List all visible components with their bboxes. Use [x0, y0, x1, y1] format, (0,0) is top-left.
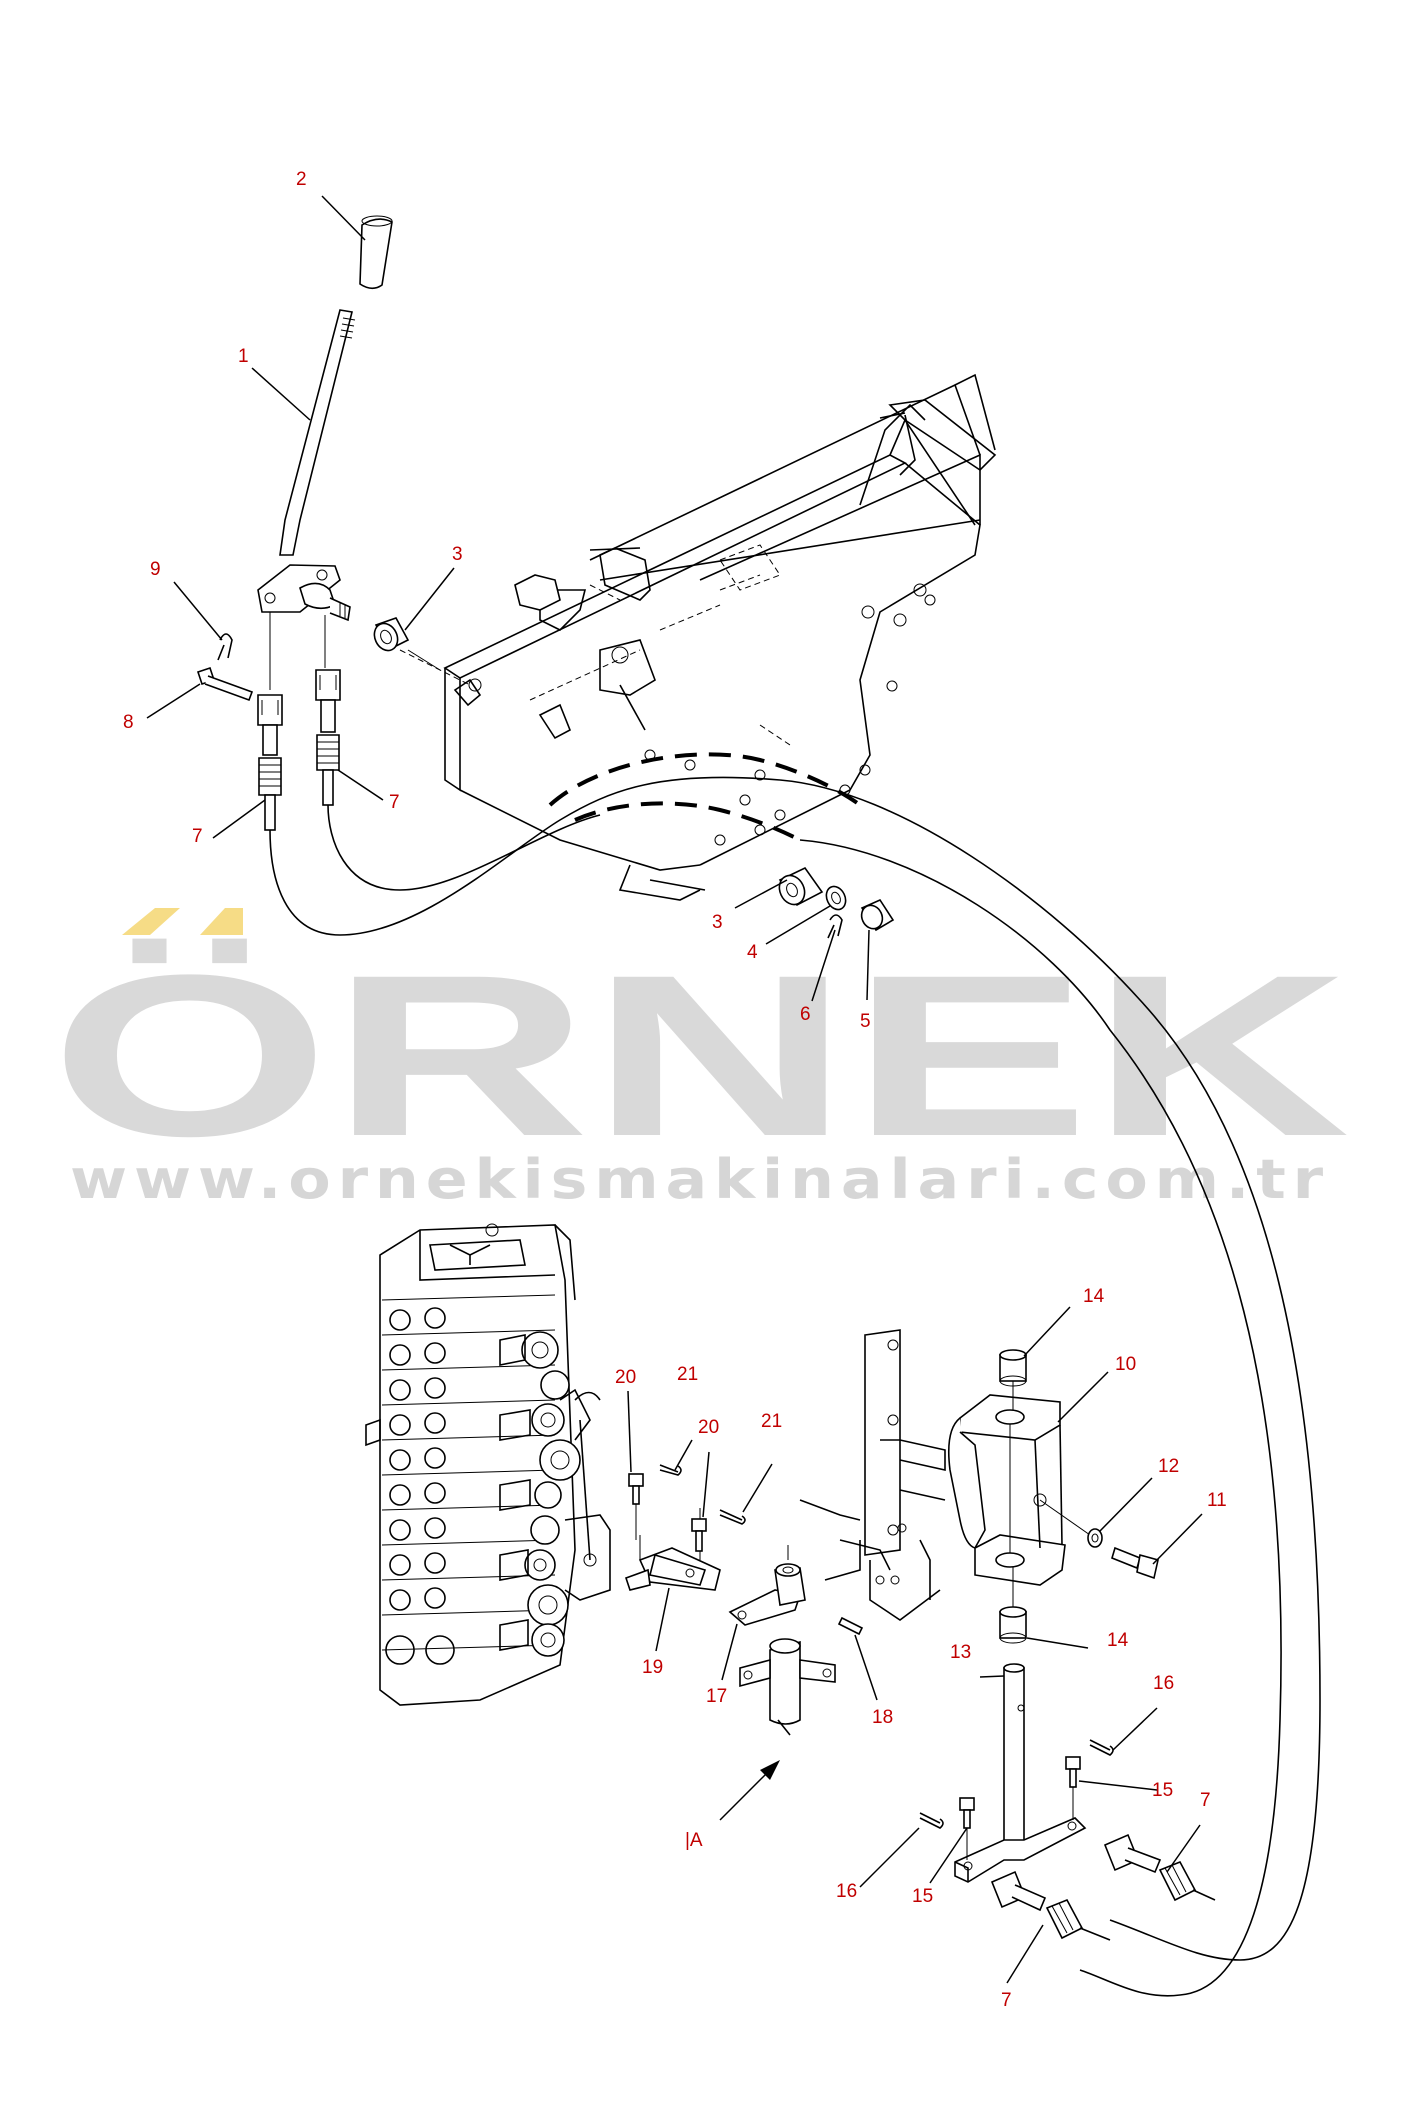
bolt-20-right [691, 1518, 707, 1552]
linkage-plate-19 [624, 1508, 721, 1591]
cable-end-right [315, 669, 341, 806]
bolt-11 [1111, 1546, 1159, 1580]
callout-13: 13 [950, 1642, 971, 1663]
callout-15-left: 15 [912, 1886, 933, 1907]
bolts-15 [959, 1756, 1081, 1860]
callout-3-lower: 3 [712, 912, 723, 933]
cable-end-left [257, 694, 283, 831]
callout-16-right: 16 [1153, 1673, 1174, 1694]
bushing-upper [373, 617, 441, 671]
callout-6: 6 [800, 1004, 811, 1025]
pivot-support [739, 1638, 836, 1736]
callout-7-upper-left: 7 [192, 826, 203, 847]
callout-4: 4 [747, 942, 758, 963]
pivot-arm-13 [954, 1663, 1087, 1883]
view-arrow-a [719, 1760, 780, 1821]
clip-pin-upper [196, 633, 254, 702]
callouts: 2 1 3 9 8 7 7 3 4 6 5 14 10 12 11 20 21 … [123, 169, 1227, 2011]
bushing-14-top [999, 1349, 1027, 1410]
watermark-accent-right [200, 908, 243, 935]
callout-18: 18 [872, 1707, 893, 1728]
hoses [269, 752, 1321, 1997]
callout-2: 2 [296, 169, 307, 190]
callout-11: 11 [1207, 1490, 1227, 1511]
callout-9: 9 [150, 559, 161, 580]
bushing-lower-group [778, 866, 895, 939]
leader-lines [146, 195, 1203, 1984]
callout-8: 8 [123, 712, 134, 733]
callout-12: 12 [1158, 1456, 1179, 1477]
cable-end-lower-left [990, 1870, 1111, 1941]
linkage-lever-17 [728, 1545, 806, 1626]
callout-view-a: |A [685, 1830, 703, 1851]
callout-21-left: 21 [677, 1364, 698, 1385]
bracket-10 [947, 1394, 1091, 1586]
callout-19: 19 [642, 1657, 663, 1678]
bolt-20-left [628, 1473, 644, 1540]
callout-17: 17 [706, 1686, 727, 1707]
callout-10: 10 [1115, 1354, 1136, 1375]
callout-3-upper: 3 [452, 544, 463, 565]
split-pins-16 [919, 1739, 1114, 1829]
callout-7-lower-right: 7 [1200, 1790, 1211, 1811]
callout-14-bottom: 14 [1107, 1630, 1129, 1651]
roll-pin-18 [837, 1616, 864, 1636]
callout-20-right: 20 [698, 1417, 719, 1438]
callout-20-left: 20 [615, 1367, 636, 1388]
callout-16-left: 16 [836, 1881, 857, 1902]
split-pins-21 [659, 1464, 746, 1525]
floor-frame [399, 373, 997, 901]
callout-21-right: 21 [761, 1411, 782, 1432]
callout-14-top: 14 [1083, 1286, 1105, 1307]
callout-15-right: 15 [1152, 1780, 1173, 1801]
callout-5: 5 [860, 1011, 871, 1032]
lever-flange [257, 564, 341, 613]
watermark-brand: ÖRNEK [50, 927, 1350, 1184]
watermark-url: www.ornekismakinalari.com.tr [70, 1148, 1330, 1211]
support-post [799, 1329, 946, 1621]
watermark-accent-left [122, 908, 180, 935]
washer-12 [1087, 1528, 1103, 1548]
bushing-14-bottom [999, 1567, 1027, 1644]
callout-7-lower-left: 7 [1001, 1990, 1012, 2011]
watermark: ÖRNEK www.ornekismakinalari.com.tr [50, 908, 1350, 1211]
control-valve-bank [365, 1223, 611, 1706]
control-lever-assembly [257, 215, 393, 690]
callout-1: 1 [238, 346, 249, 367]
callout-7-upper-right: 7 [389, 792, 400, 813]
lever-knob [359, 218, 393, 290]
lever-shaft [279, 309, 353, 556]
cable-end-lower-right [1103, 1833, 1216, 1902]
